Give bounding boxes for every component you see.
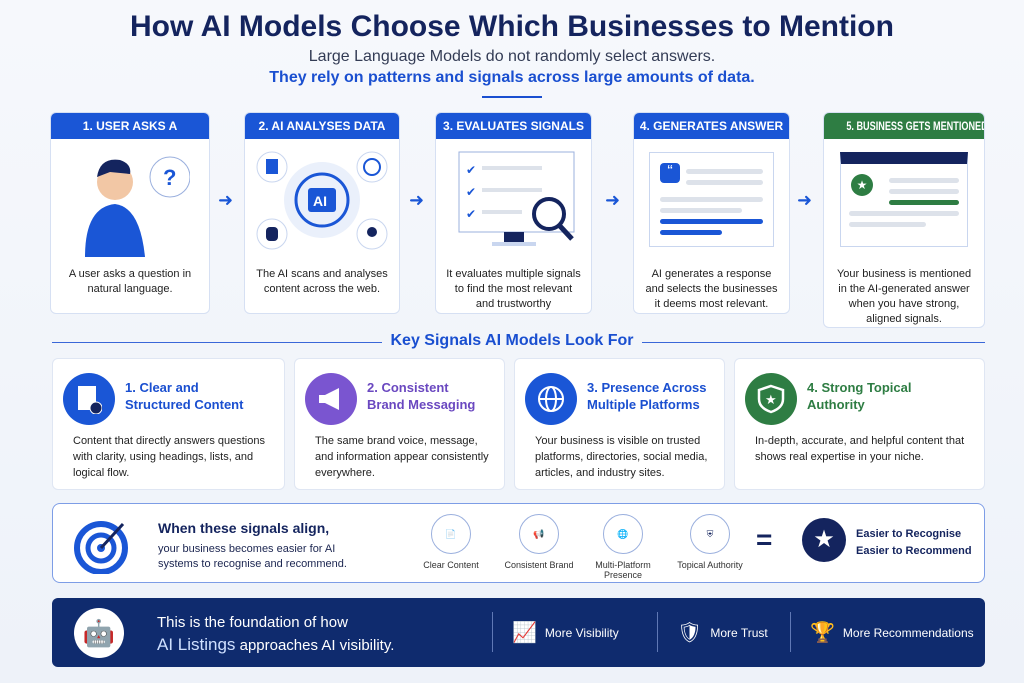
step-label: 2. AI ANALYSES DATA: [245, 113, 399, 139]
equals-sign: =: [756, 524, 773, 555]
footer-banner: 🤖 This is the foundation of how AI Listi…: [52, 598, 985, 667]
step-label-bar: 5. BUSINESS GETS MENTIONED: [824, 113, 984, 139]
card-text: In-depth, accurate, and helpful content …: [755, 435, 965, 463]
card-text: Your business is visible on trusted plat…: [535, 435, 708, 479]
section-heading: Key Signals AI Models Look For: [390, 332, 634, 349]
step-2: 2. AI ANALYSES DATA AI The AI scans and …: [244, 112, 400, 314]
step-3: 3. EVALUATES SIGNALS ✔ ✔ ✔ It evaluates mu…: [435, 112, 592, 314]
brand-name: AI Listings: [157, 635, 236, 654]
arrow-right-icon: ➜: [218, 190, 234, 210]
footer-line2: approaches AI visibility.: [235, 637, 395, 654]
step-4: 4. GENERATES ANSWER “ AI generates a res…: [633, 112, 790, 314]
step-text: Your business is mentioned in the AI-gen…: [836, 268, 972, 325]
result-text: Easier to Recognise: [856, 528, 962, 540]
divider: [790, 612, 791, 652]
align-item: Clear Content: [423, 560, 479, 570]
card-text: The same brand voice, message, and infor…: [315, 435, 489, 479]
divider: [482, 96, 542, 98]
benefit: More Trust: [710, 625, 768, 640]
card-title: 4. Strong Topical: [807, 380, 912, 395]
svg-text:★: ★: [765, 392, 777, 407]
step-text: AI generates a response and selects the …: [645, 268, 778, 310]
shield-star-icon: ★: [745, 373, 797, 425]
card-title: Structured Content: [125, 397, 244, 412]
browser-award-icon: ★: [824, 139, 984, 259]
step-5: 5. BUSINESS GETS MENTIONED ★ Your busine…: [823, 112, 985, 328]
card-title: 1. Clear and: [125, 380, 199, 395]
result-text: Easier to Recommend: [856, 545, 972, 557]
align-item: Consistent Brand: [504, 560, 574, 570]
align-item: Multi-Platform Presence: [595, 560, 651, 580]
step-label: 3. EVALUATES SIGNALS: [436, 113, 591, 139]
subtitle: Large Language Models do not randomly se…: [308, 48, 716, 65]
benefit: More Visibility: [544, 625, 619, 640]
divider: [642, 342, 985, 343]
card-title: Authority: [807, 397, 865, 412]
card-title: 3. Presence Across: [587, 380, 707, 395]
target-arrow-icon: [73, 518, 129, 579]
step-text: The AI scans and analyses content across…: [256, 268, 388, 295]
svg-text:✔: ✔: [466, 163, 476, 177]
benefit: More Recommendations: [842, 625, 974, 640]
arrow-right-icon: ➜: [797, 190, 813, 210]
svg-text:✔: ✔: [466, 185, 476, 199]
shield-check-icon: 🛡: [677, 622, 703, 644]
svg-text:✔: ✔: [466, 207, 476, 221]
chart-growth-icon: 📈: [512, 622, 537, 644]
card-title: Brand Messaging: [367, 397, 476, 412]
align-text: your business becomes easier for AI syst…: [158, 543, 347, 570]
star-icon: ★: [802, 518, 846, 562]
step-label: 4. GENERATES ANSWER: [634, 113, 789, 139]
page-title: How AI Models Choose Which Businesses to…: [130, 10, 894, 43]
thinking-person-icon: ?: [51, 139, 209, 259]
megaphone-icon: [305, 373, 357, 425]
card-title: Multiple Platforms: [587, 397, 700, 412]
document-icon: 📄: [431, 514, 471, 554]
trophy-icon: 🏆: [810, 622, 835, 644]
align-heading: When these signals align,: [158, 520, 330, 536]
checklist-magnifier-icon: ✔ ✔ ✔: [436, 139, 591, 259]
megaphone-icon: 📢: [519, 514, 559, 554]
arrow-right-icon: ➜: [605, 190, 621, 210]
align-item: Topical Authority: [677, 560, 743, 570]
ai-badge: AI: [313, 193, 327, 209]
ai-brain-icon: AI: [245, 139, 399, 259]
subtitle-emphasis: They rely on patterns and signals across…: [269, 69, 755, 86]
shield-icon: ⛨: [690, 514, 730, 554]
step-label: 1. USER ASKS A QUESTION: [51, 113, 209, 159]
globe-icon: [525, 373, 577, 425]
step-label: 5. BUSINESS GETS MENTIONED: [846, 119, 985, 133]
card-title: 2. Consistent: [367, 380, 449, 395]
step-text: A user asks a question in natural langua…: [68, 268, 192, 295]
document-check-icon: [63, 373, 115, 425]
robot-icon: 🤖: [74, 608, 124, 658]
footer-line1: This is the foundation of how: [157, 614, 348, 631]
divider: [492, 612, 493, 652]
globe-icon: 🌐: [603, 514, 643, 554]
signals-align-panel: When these signals align, your business …: [52, 503, 985, 583]
divider: [657, 612, 658, 652]
step-text: It evaluates multiple signals to find th…: [446, 268, 581, 310]
divider: [52, 342, 382, 343]
answer-document-icon: “: [634, 139, 789, 259]
svg-text:?: ?: [163, 165, 176, 190]
card-text: Content that directly answers questions …: [73, 435, 265, 479]
step-1: 1. USER ASKS A QUESTION ? A user asks a …: [50, 112, 210, 314]
arrow-right-icon: ➜: [409, 190, 425, 210]
